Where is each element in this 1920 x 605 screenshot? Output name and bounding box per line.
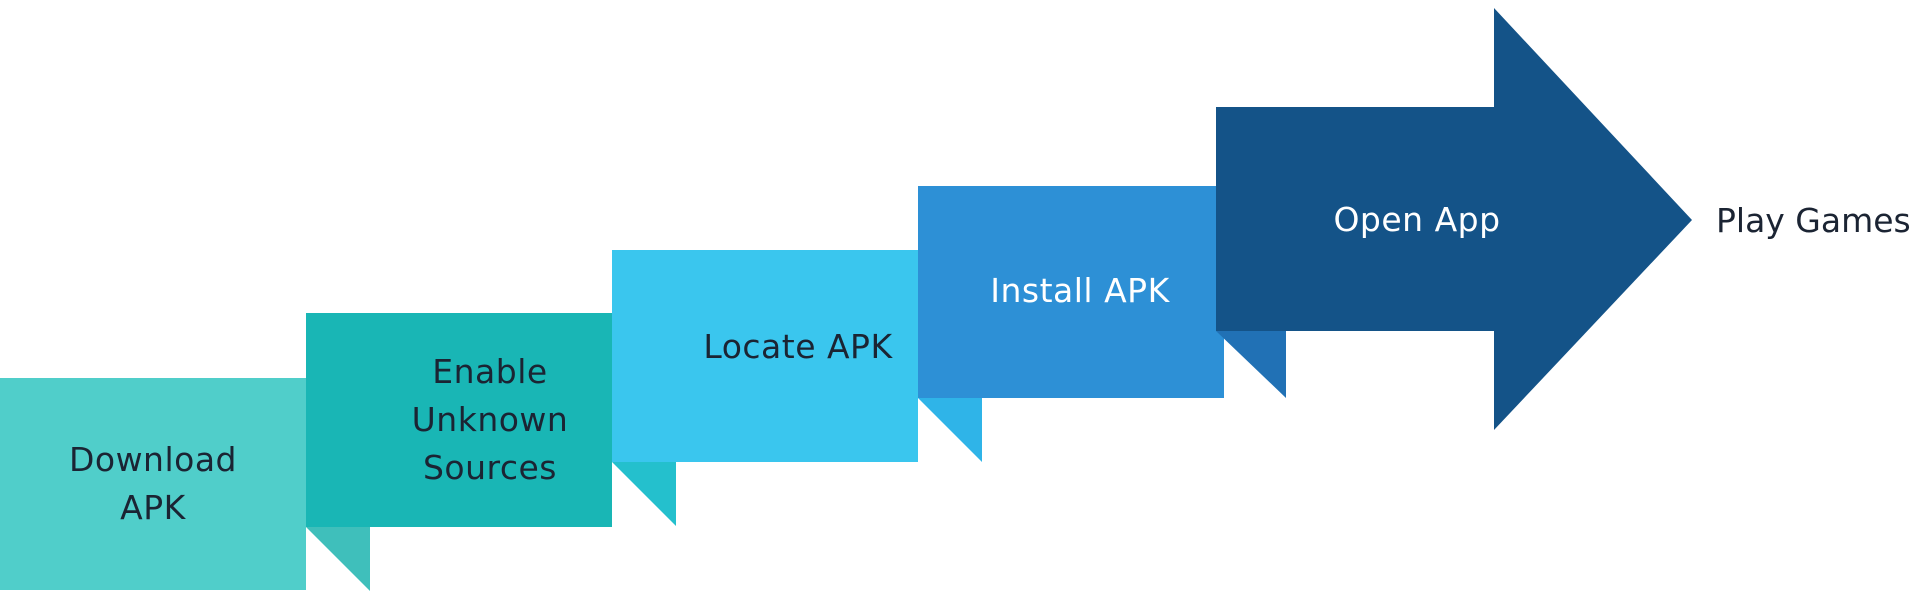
step-4-label: Install APK xyxy=(990,271,1170,310)
step-3-fold xyxy=(918,398,982,462)
step-5-arrow xyxy=(1216,8,1692,430)
final-step-label: Play Games xyxy=(1716,200,1911,240)
step-1-fold xyxy=(306,527,370,591)
step-2-block xyxy=(306,313,612,527)
step-5-label: Open App xyxy=(1333,200,1501,239)
step-3-label: Locate APK xyxy=(703,327,893,366)
step-1-label: Download APK xyxy=(68,440,238,527)
step-1-block xyxy=(0,378,306,590)
step-4-fold xyxy=(1216,331,1286,398)
step-2-fold xyxy=(612,462,676,526)
step-3-block xyxy=(612,250,918,462)
step-2-label: Enable Unknown Sources xyxy=(411,352,569,487)
step-4-block xyxy=(918,186,1224,398)
